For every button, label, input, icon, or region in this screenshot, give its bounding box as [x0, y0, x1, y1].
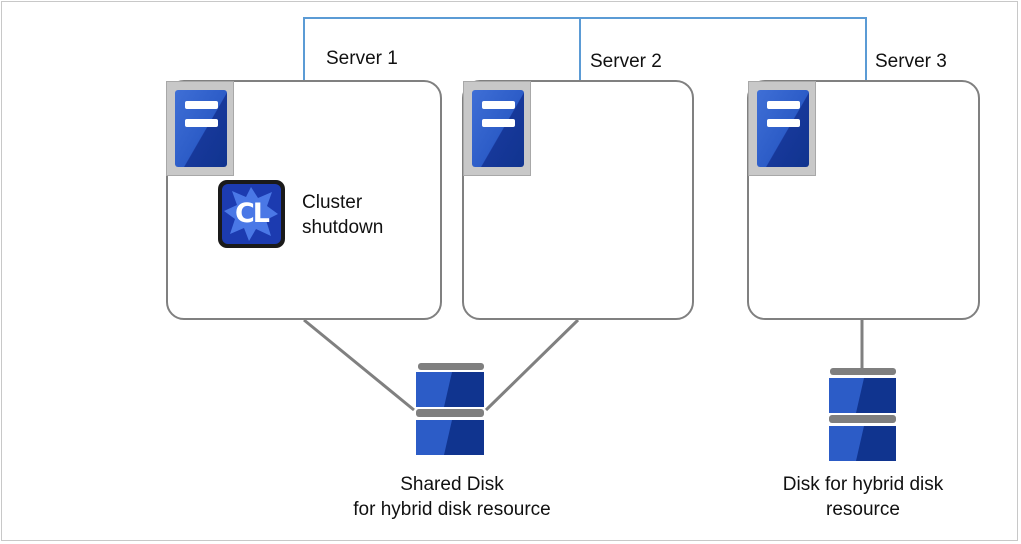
- local-disk-label-line1: Disk for hybrid disk: [782, 474, 944, 495]
- server-2-label: Server 2: [590, 51, 662, 72]
- server-2-icon: [463, 81, 531, 176]
- server-3-icon: [748, 81, 816, 176]
- server2-disk-connector: [484, 318, 580, 412]
- network-bus-line: [303, 17, 867, 80]
- cluster-shutdown-icon: CL: [218, 180, 285, 248]
- cluster-icon-text: CL: [234, 198, 270, 229]
- cluster-shutdown-label-line2: shutdown: [302, 217, 384, 238]
- server1-disk-connector: [303, 318, 415, 412]
- shared-disk-icon: [416, 363, 484, 455]
- shared-disk-label-line2: for hybrid disk resource: [353, 499, 551, 520]
- cluster-shutdown-label-line1: Cluster: [302, 192, 363, 213]
- local-disk-label-line2: resource: [826, 499, 900, 520]
- local-disk-icon: [829, 368, 896, 461]
- shared-disk-label-line1: Shared Disk: [400, 474, 504, 495]
- server-3-label: Server 3: [875, 51, 947, 72]
- cluster-burst-icon: [224, 187, 278, 241]
- server-1-icon: [166, 81, 234, 176]
- server-1-label: Server 1: [326, 48, 398, 69]
